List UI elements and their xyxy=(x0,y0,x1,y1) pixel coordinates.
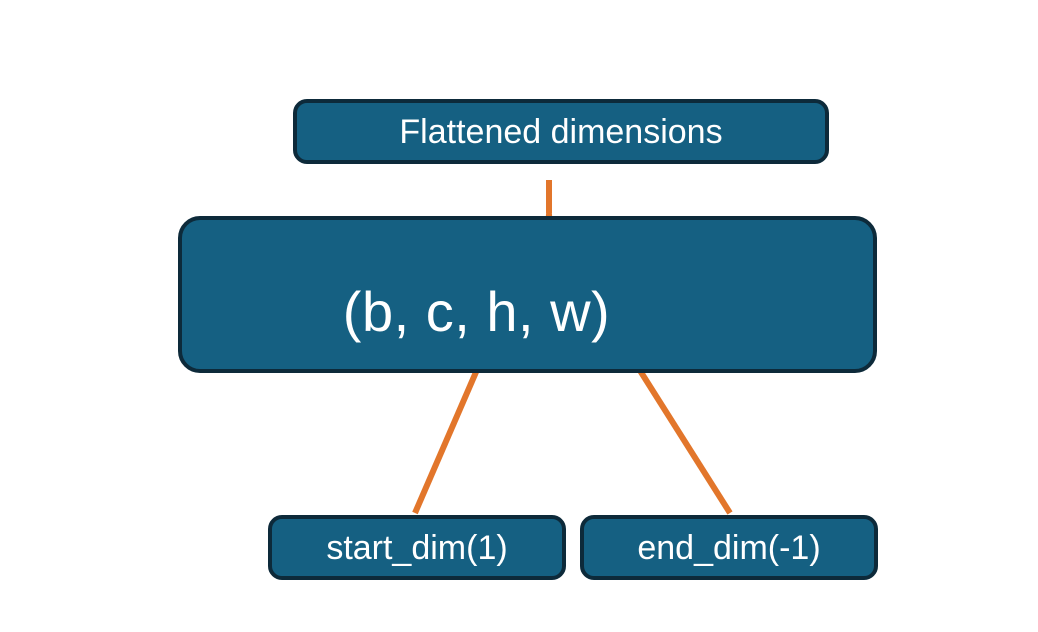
node-end-dim[interactable]: end_dim(-1) xyxy=(580,515,878,580)
node-tensor-shape-label: (b, c, h, w) xyxy=(342,279,611,343)
node-start-dim[interactable]: start_dim(1) xyxy=(268,515,566,580)
node-flattened-dimensions[interactable]: Flattened dimensions xyxy=(293,99,829,164)
node-flattened-dimensions-label: Flattened dimensions xyxy=(399,112,723,151)
node-start-dim-label: start_dim(1) xyxy=(326,528,508,567)
node-tensor-shape[interactable]: (b, c, h, w) xyxy=(178,216,877,373)
node-end-dim-label: end_dim(-1) xyxy=(637,528,821,567)
